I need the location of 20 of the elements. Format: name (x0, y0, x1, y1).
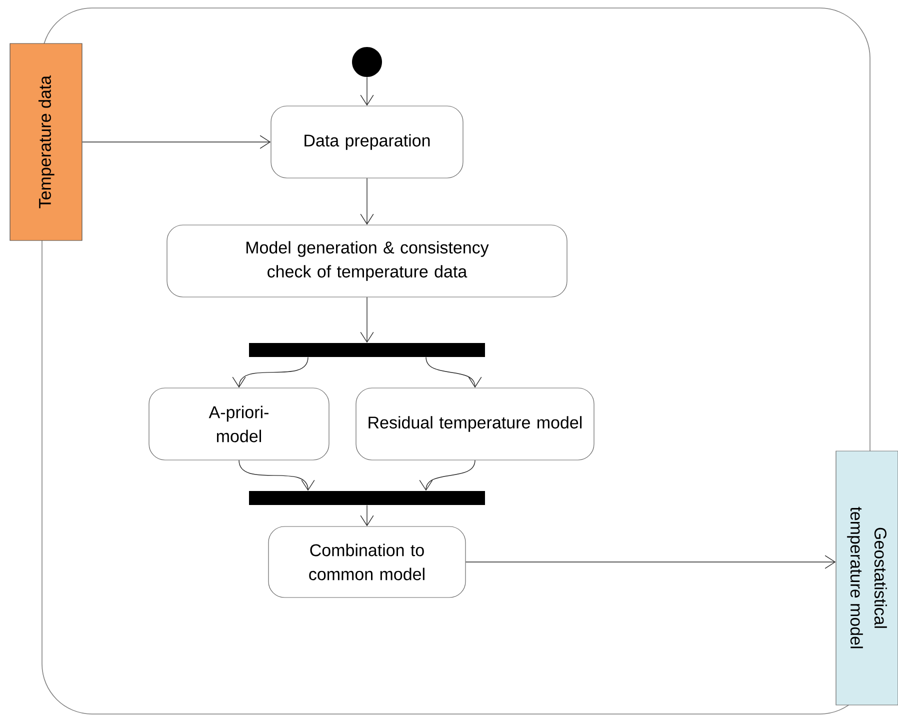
action-box: Combination to common model (268, 526, 466, 598)
arrow (82, 135, 271, 149)
action-box: Data preparation (270, 106, 464, 178)
arrow (360, 296, 374, 343)
action-box: Model generation & consistency check of temperature data (166, 224, 568, 298)
arrow (465, 555, 836, 569)
action-box: A-priori-model (148, 388, 330, 460)
arrow (419, 460, 476, 491)
arrow (426, 356, 482, 388)
arrow (238, 460, 315, 491)
arrow (360, 178, 374, 225)
fork-bar (249, 343, 485, 357)
object-node: Temperature data (10, 43, 82, 241)
fork-bar (249, 491, 485, 505)
object-node: Geostatistical temperature model (836, 450, 898, 706)
arrow (360, 504, 374, 526)
arrow (360, 76, 374, 106)
action-box: Residual temperature model (356, 388, 594, 460)
arrow (232, 356, 308, 388)
start-node (352, 47, 382, 77)
